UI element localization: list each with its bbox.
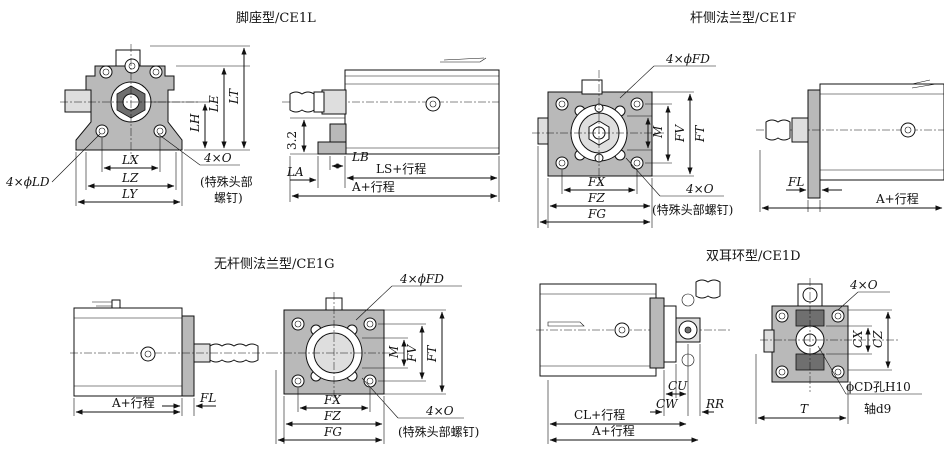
hf-fv-label: FV bbox=[405, 344, 419, 363]
cw-label: CW bbox=[656, 397, 679, 411]
hf-m-label: M bbox=[387, 345, 401, 359]
cx-label: CX bbox=[851, 330, 865, 348]
clevis-o-label: 4×O bbox=[849, 278, 878, 292]
lx-label: LX bbox=[121, 153, 139, 167]
head-flange-end-view: M FV FT 4×ϕFD FX FZ FG 4×O (特殊头部螺钉) bbox=[270, 272, 479, 444]
hf-fl-label: FL bbox=[199, 391, 216, 405]
la-label: LA bbox=[286, 165, 304, 179]
rod-flange-view: 杆侧法兰型/CE1F bbox=[532, 11, 944, 228]
rr-label: RR bbox=[705, 397, 724, 411]
hf-fx-label: FX bbox=[323, 393, 341, 407]
rf-fv-label: FV bbox=[673, 124, 687, 143]
rf-fz-label: FZ bbox=[587, 191, 605, 205]
foot-title: 脚座型/CE1L bbox=[236, 10, 316, 26]
clevis-title: 双耳环型/CE1D bbox=[706, 249, 801, 264]
rf-fl-label: FL bbox=[787, 175, 804, 189]
rf-m-label: M bbox=[651, 125, 665, 139]
clevis-side-view: CU CW RR CL+行程 A+行程 bbox=[536, 279, 730, 444]
lz-label: LZ bbox=[121, 171, 139, 185]
foot-o-note1: (特殊头部 bbox=[200, 174, 253, 189]
t-label: T bbox=[800, 402, 809, 416]
hf-ft-label: FT bbox=[425, 345, 439, 363]
cz-label: CZ bbox=[871, 330, 885, 348]
hf-a-label: A+行程 bbox=[111, 395, 155, 410]
hf-fg-label: FG bbox=[323, 425, 342, 439]
shaft-label: 轴d9 bbox=[864, 401, 891, 416]
rod-flange-title: 杆侧法兰型/CE1F bbox=[690, 11, 796, 26]
hf-o-note: (特殊头部螺钉) bbox=[398, 424, 479, 439]
ly-label: LY bbox=[121, 187, 138, 201]
rf-fg-label: FG bbox=[587, 207, 606, 221]
rf-fd-label: 4×ϕFD bbox=[665, 52, 710, 66]
dim-3-2-label: 3.2 bbox=[285, 131, 299, 150]
lt-label: LT bbox=[227, 88, 241, 105]
cu-label: CU bbox=[668, 379, 688, 393]
rf-o-label: 4×O bbox=[685, 182, 714, 196]
le-label: LE bbox=[207, 95, 221, 113]
head-flange-title: 无杆侧法兰型/CE1G bbox=[214, 257, 334, 272]
head-flange-side-view: A+行程 FL bbox=[70, 299, 270, 416]
rf-a-label: A+行程 bbox=[875, 191, 919, 206]
hf-o-label: 4×O bbox=[425, 404, 454, 418]
cd-label: ϕCD孔H10 bbox=[846, 380, 911, 394]
rod-flange-side-view: FL A+行程 bbox=[756, 79, 944, 212]
rod-flange-end-view: M FV FT 4×ϕFD FX FZ FG 4×O (特殊头部螺钉) bbox=[532, 52, 733, 228]
foot-a-label: A+行程 bbox=[351, 179, 395, 194]
foot-o-note2: 螺钉) bbox=[214, 191, 243, 205]
rf-o-note: (特殊头部螺钉) bbox=[652, 202, 733, 217]
hf-fz-label: FZ bbox=[323, 409, 341, 423]
foot-end-view: LH LE LT LX LZ LY 4×ϕLD 4×O (特殊头部 螺钉) bbox=[5, 44, 253, 206]
foot-mount-view: 脚座型/CE1L LH LE LT bbox=[5, 10, 500, 206]
ld-label: 4×ϕLD bbox=[5, 175, 50, 189]
hf-fd-label: 4×ϕFD bbox=[399, 272, 444, 286]
lb-label: LB bbox=[351, 150, 369, 164]
cl-label: CL+行程 bbox=[574, 407, 625, 422]
rf-ft-label: FT bbox=[693, 125, 707, 143]
clevis-view: 双耳环型/CE1D CU bbox=[536, 249, 922, 444]
ls-label: LS+行程 bbox=[376, 161, 426, 176]
foot-side-view: 3.2 LB LA LS+行程 A+行程 bbox=[282, 57, 500, 202]
rf-fx-label: FX bbox=[587, 175, 605, 189]
head-flange-view: 无杆侧法兰型/CE1G A+行程 FL bbox=[70, 257, 479, 444]
lh-label: LH bbox=[188, 113, 202, 133]
clevis-end-view: CX CZ 4×O ϕCD孔H10 轴d9 T bbox=[755, 278, 922, 424]
foot-o-label: 4×O bbox=[203, 151, 232, 165]
clevis-a-label: A+行程 bbox=[591, 423, 635, 438]
